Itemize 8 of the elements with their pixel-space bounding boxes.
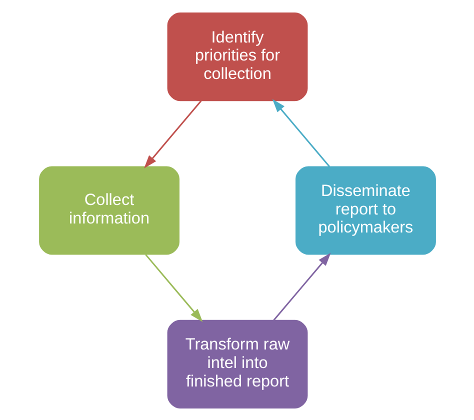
arrow bbox=[272, 98, 330, 167]
node-box: Identify priorities for collection bbox=[166, 12, 308, 101]
node-box: Transform raw intel into finished report bbox=[166, 319, 308, 408]
arrow bbox=[144, 254, 202, 322]
arrow bbox=[272, 252, 330, 320]
arrow bbox=[144, 100, 202, 168]
node-box: Collect information bbox=[38, 166, 179, 254]
node-box: Disseminate report to policymakers bbox=[295, 166, 436, 254]
